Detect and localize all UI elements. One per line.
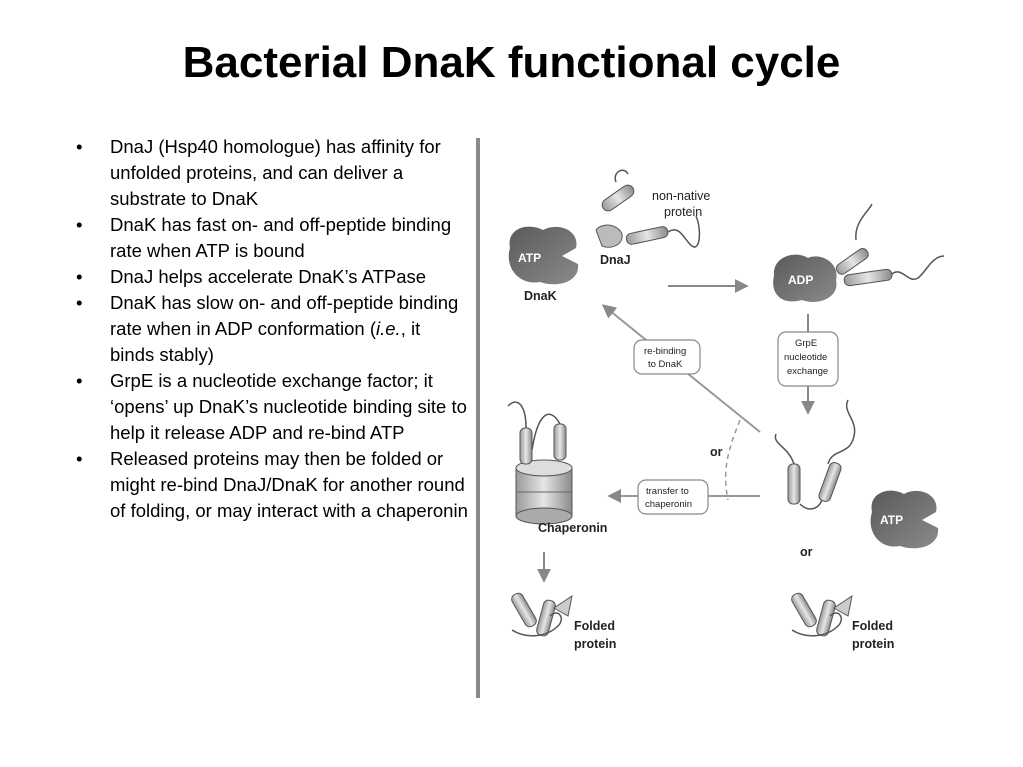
dnak-atp-right-icon	[870, 490, 939, 549]
bullet-item: • Released proteins may then be folded or…	[76, 446, 468, 524]
transfer-box	[637, 479, 709, 515]
grpe-label: GrpE	[795, 338, 817, 349]
or-middle-label: or	[710, 445, 723, 459]
bullet-text: GrpE is a nucleotide exchange factor; it…	[110, 370, 467, 443]
dashed-or-path	[724, 419, 741, 501]
bullet-item: • DnaJ helps accelerate DnaK’s ATPase	[76, 264, 468, 290]
dnak-atp-icon	[508, 226, 579, 285]
bullet-item: • DnaK has slow on- and off-peptide bindi…	[76, 290, 468, 368]
bullet-text: DnaK has fast on- and off-peptide bindin…	[110, 214, 452, 261]
dnak-label: DnaK	[524, 289, 557, 303]
bullet-text: DnaK has slow on- and off-peptide bindin…	[110, 292, 459, 339]
bullet-dot: •	[76, 292, 83, 313]
bullet-text: DnaJ (Hsp40 homologue) has affinity for …	[110, 136, 441, 209]
folded-right-label-line2: protein	[852, 637, 894, 651]
chaperonin-icon	[507, 401, 573, 525]
dnaj-label: DnaJ	[600, 253, 631, 267]
adp-label: ADP	[788, 273, 813, 287]
dnak-adp-icon	[773, 203, 945, 302]
released-protein-icon	[774, 399, 856, 510]
folded-protein-right-icon	[791, 592, 853, 637]
bullet-text: , it binds stably)	[110, 318, 421, 365]
bullet-item: • DnaK has fast on- and off-peptide bindi…	[76, 212, 468, 264]
rebinding-box	[633, 339, 701, 375]
grpe-label-line3: exchange	[787, 366, 828, 377]
or-right-label: or	[800, 545, 813, 559]
non-native-label: non-native	[652, 189, 710, 203]
dnak-cycle-diagram: ATP DnaK DnaJ non-native protein ADP Grp…	[507, 169, 945, 651]
folded-left-label-line2: protein	[574, 637, 616, 651]
slide-title: Bacterial DnaK functional cycle	[182, 38, 841, 87]
bullet-italic-text: i.e.	[376, 318, 401, 339]
folded-left-label: Folded	[574, 619, 615, 633]
bullet-text: DnaJ helps accelerate DnaK’s ATPase	[110, 266, 427, 287]
bullet-list: • DnaJ (Hsp40 homologue) has affinity for…	[76, 134, 468, 524]
transfer-label-line2: chaperonin	[645, 499, 692, 510]
rebinding-label-line2: to DnaK	[648, 359, 683, 370]
rebinding-label: re-binding	[644, 346, 686, 357]
bullet-dot: •	[76, 214, 83, 235]
bullet-item: • GrpE is a nucleotide exchange factor; i…	[76, 368, 468, 446]
bullet-item: • DnaJ (Hsp40 homologue) has affinity for…	[76, 134, 468, 212]
vertical-divider	[476, 138, 480, 698]
bullet-dot: •	[76, 266, 83, 287]
bullet-text: Released proteins may then be folded or …	[110, 448, 468, 521]
non-native-label-line2: protein	[664, 205, 702, 219]
bullet-dot: •	[76, 448, 83, 469]
bullet-dot: •	[76, 370, 83, 391]
dnaj-protein-icon	[595, 169, 701, 248]
grpe-label-line2: nucleotide	[784, 352, 827, 363]
atp-right-label: ATP	[880, 513, 903, 527]
transfer-label: transfer to	[646, 486, 689, 497]
folded-protein-left-icon	[511, 592, 573, 637]
chaperonin-label: Chaperonin	[538, 521, 607, 535]
folded-right-label: Folded	[852, 619, 893, 633]
bullet-dot: •	[76, 136, 83, 157]
atp-top-label: ATP	[518, 251, 541, 265]
